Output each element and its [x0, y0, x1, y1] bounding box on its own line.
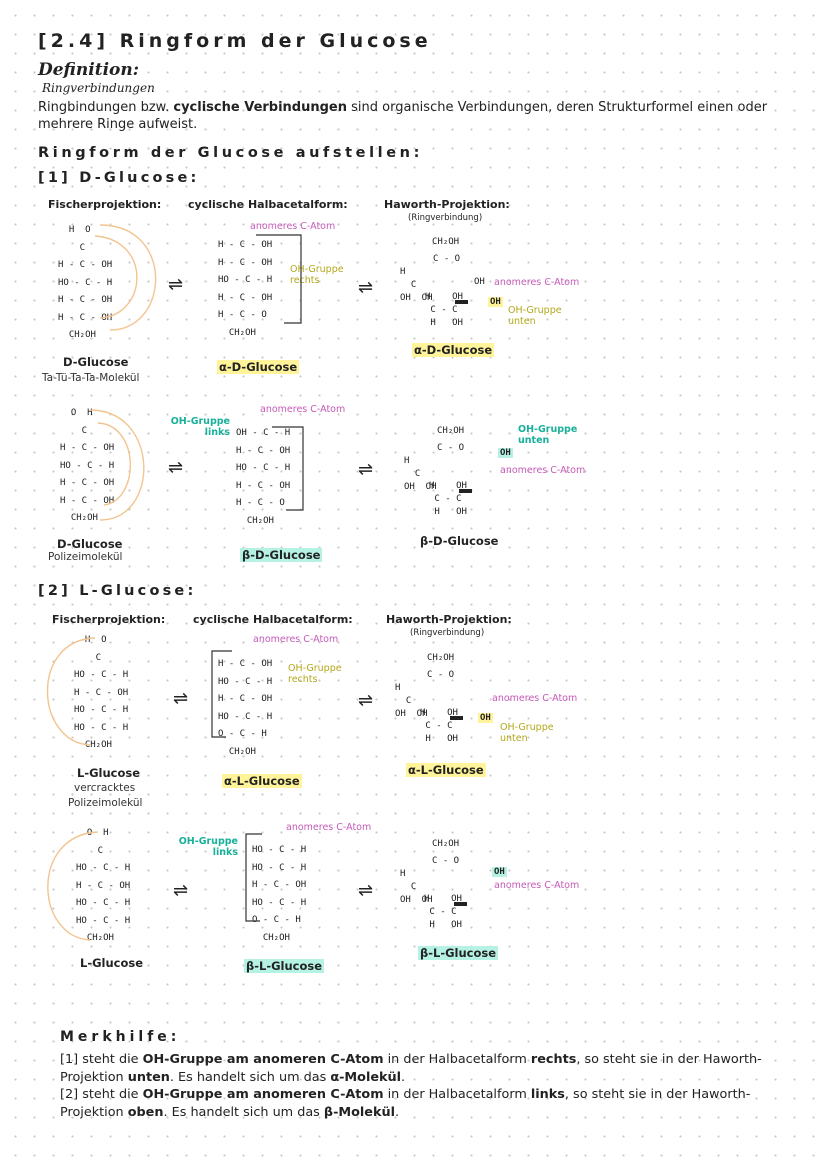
definition-subheading: Ringverbindungen [42, 81, 155, 95]
fischer-l-alpha: H O C HO - C - H H - C - OH HO - C - H H… [74, 635, 129, 750]
fischer-l-alpha-caption: vercracktes [74, 782, 136, 794]
equilibrium-arrow: ⇌ [168, 457, 184, 478]
merkhilfe-point-2: [2] steht die OH-Gruppe am anomeren C-At… [60, 1087, 751, 1120]
fischer-l-beta-name: L-Glucose [80, 956, 144, 970]
cyclic-d-beta-name: β-D-Glucose [240, 548, 323, 562]
haworth-bottom: H OH C - C H OH [429, 481, 467, 517]
page-title: [2.4] Ringform der Glucose [38, 30, 432, 52]
haworth-left: H C OH OH [400, 869, 433, 905]
haworth-bottom: H OH C - C H OH [425, 292, 463, 328]
haworth-ring-o: C - O [432, 856, 460, 866]
equilibrium-arrow: ⇌ [358, 459, 374, 480]
anomer-label: anomeres C-Atom [260, 404, 346, 415]
cyclic-d-alpha: H - C - OH H - C - OH HO - C - H H - C -… [218, 240, 273, 338]
section-heading: Ringform der Glucose aufstellen: [38, 145, 424, 161]
haworth-l-beta-name: β-L-Glucose [418, 946, 499, 960]
anomer-label: anomeres C-Atom [500, 465, 586, 476]
haworth-label: Haworth-Projektion: [384, 198, 510, 211]
haworth-ch2oh: CH₂OH [432, 237, 460, 247]
haworth-ch2oh: CH₂OH [432, 839, 460, 849]
haworth-c1-oh: OH [498, 448, 513, 458]
cyclic-d-beta: OH - C - H H - C - OH HO - C - H H - C -… [236, 428, 291, 526]
haworth-d-beta-name: β-D-Glucose [420, 534, 499, 548]
definition-heading: Definition: [38, 60, 140, 80]
haworth-ring-o: C - O [437, 443, 465, 453]
haworth-c1-oh: OH [492, 867, 507, 877]
haworth-bottom: H OH C - C H OH [420, 708, 458, 744]
haworth-bottom: H OH C - C H OH [424, 894, 462, 930]
equilibrium-arrow: ⇌ [168, 274, 184, 295]
merkhilfe-heading: Merkhilfe: [60, 1029, 181, 1045]
fischer-d-alpha-caption: Ta-Tü-Ta-Ta-Molekül [42, 372, 140, 384]
merkhilfe-point-1: [1] steht die OH-Gruppe am anomeren C-At… [60, 1052, 762, 1085]
fischer-label: Fischerprojektion: [52, 613, 166, 626]
anomer-label: anomeres C-Atom [494, 880, 580, 891]
cyclic-l-beta-name: β-L-Glucose [244, 959, 325, 973]
haworth-c1-oh: OH [488, 297, 503, 307]
haworth-d-alpha-name: α-D-Glucose [412, 343, 495, 357]
haworth-c1-oh: OH [478, 713, 493, 723]
cyclic-l-alpha-name: α-L-Glucose [222, 774, 302, 788]
fischer-l-alpha-name: L-Glucose [77, 766, 141, 780]
ringverbindung-label: (Ringverbindung) [408, 213, 483, 223]
cyclic-label: cyclische Halbacetalform: [193, 613, 353, 626]
fischer-d-beta: O H C H - C - OH HO - C - H H - C - OH H… [60, 408, 115, 523]
cyclic-l-beta: HO - C - H HO - C - H H - C - OH HO - C … [252, 845, 307, 943]
cyclic-label: cyclische Halbacetalform: [188, 198, 348, 211]
haworth-c1-oh: OH [474, 277, 485, 287]
haworth-ch2oh: CH₂OH [427, 653, 455, 663]
cyclic-d-alpha-name: α-D-Glucose [217, 360, 300, 374]
l-glucose-heading: [2] L-Glucose: [38, 583, 197, 599]
ringverbindung-label: (Ringverbindung) [410, 628, 485, 638]
cyclic-l-alpha: H - C - OH HO - C - H H - C - OH HO - C … [218, 659, 273, 757]
haworth-left: H C OH OH [395, 683, 428, 719]
equilibrium-arrow: ⇌ [358, 880, 374, 901]
fischer-l-alpha-caption: Polizeimolekül [68, 797, 143, 809]
equilibrium-arrow: ⇌ [358, 277, 374, 298]
haworth-ring-o: C - O [427, 670, 455, 680]
anomer-label: anomeres C-Atom [250, 221, 336, 232]
definition-text: Ringbindungen bzw. cyclische Verbindunge… [38, 100, 768, 132]
anomer-label: anomeres C-Atom [253, 634, 339, 645]
fischer-d-alpha: H O C H - C - OH HO - C - H H - C - OH H… [58, 225, 113, 340]
haworth-left: H C OH OH [400, 267, 433, 303]
haworth-left: H C OH OH [404, 456, 437, 492]
equilibrium-arrow: ⇌ [173, 880, 189, 901]
fischer-label: Fischerprojektion: [48, 198, 162, 211]
haworth-ring-o: C - O [433, 254, 461, 264]
fischer-d-beta-caption: Polizeimolekül [48, 551, 123, 563]
merkhilfe-text: [1] steht die OH-Gruppe am anomeren C-At… [60, 1051, 780, 1121]
d-glucose-heading: [1] D-Glucose: [38, 170, 200, 186]
anomer-label: anomeres C-Atom [492, 693, 578, 704]
equilibrium-arrow: ⇌ [358, 690, 374, 711]
haworth-label: Haworth-Projektion: [386, 613, 512, 626]
anomer-label: anomeres C-Atom [494, 277, 580, 288]
anomer-label: anomeres C-Atom [286, 822, 372, 833]
fischer-d-beta-name: D-Glucose [57, 537, 123, 551]
fischer-d-alpha-name: D-Glucose [63, 355, 129, 369]
haworth-ch2oh: CH₂OH [437, 426, 465, 436]
equilibrium-arrow: ⇌ [173, 688, 189, 709]
haworth-l-alpha-name: α-L-Glucose [406, 763, 486, 777]
